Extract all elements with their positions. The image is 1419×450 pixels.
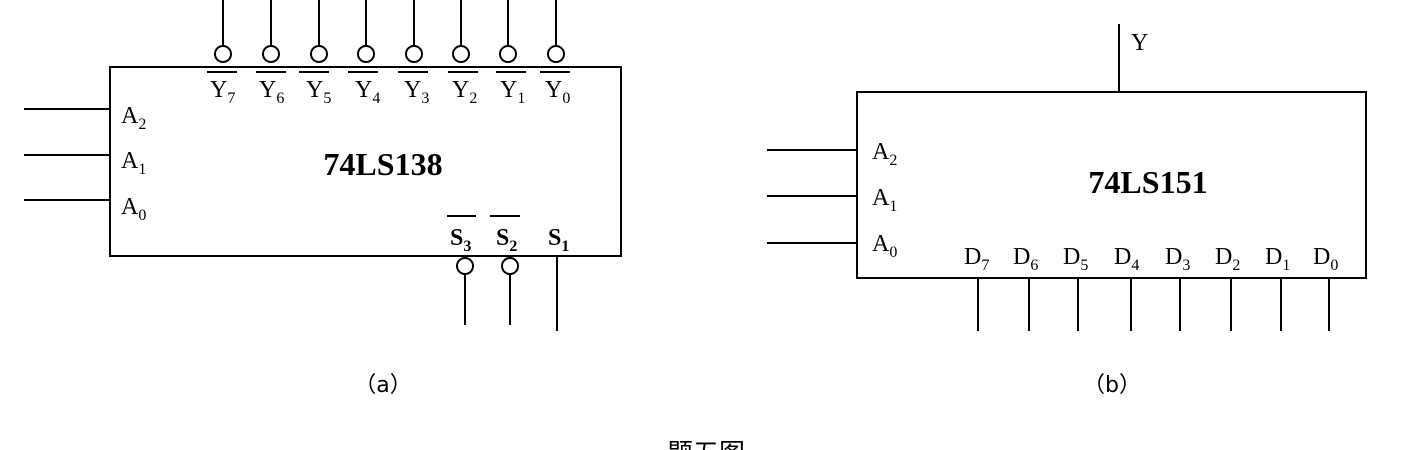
output-y3: Y3 xyxy=(398,0,429,107)
inversion-bubble xyxy=(456,257,474,275)
output-y0: Y0 xyxy=(540,0,570,107)
output-y1: Y1 xyxy=(496,0,526,107)
data-input-d3-label: D3 xyxy=(1165,244,1190,274)
input-a0-label: A0 xyxy=(121,194,146,224)
data-input-d2: D2 xyxy=(1215,244,1240,331)
data-input-d1: D1 xyxy=(1265,244,1290,331)
output-y7-label: Y7 xyxy=(210,77,235,107)
data-input-d0-label: D0 xyxy=(1313,244,1338,274)
output-y2: Y2 xyxy=(448,0,478,107)
inversion-bubble xyxy=(499,45,517,63)
inversion-bubble xyxy=(214,45,232,63)
output-y1-label: Y1 xyxy=(500,77,525,107)
output-y5: Y5 xyxy=(299,0,331,107)
data-input-d5: D5 xyxy=(1063,244,1088,331)
enable-s2: S2 xyxy=(490,215,520,325)
data-input-d1-label: D1 xyxy=(1265,244,1290,274)
output-y0-label: Y0 xyxy=(545,77,570,107)
output-y3-label: Y3 xyxy=(404,77,429,107)
chip-74ls138-name: 74LS138 xyxy=(323,146,442,182)
caption-b: （b） xyxy=(1083,373,1141,398)
caption-a: （a） xyxy=(354,373,411,398)
chip-74ls151-body xyxy=(856,91,1367,279)
inversion-bubble xyxy=(262,45,280,63)
data-input-d7: D7 xyxy=(964,244,989,331)
output-y6: Y6 xyxy=(256,0,286,107)
output-y2-label: Y2 xyxy=(452,77,477,107)
inversion-bubble xyxy=(357,45,375,63)
data-input-d7-label: D7 xyxy=(964,244,989,274)
enable-s3-label: S3 xyxy=(450,225,471,255)
inversion-bubble xyxy=(310,45,328,63)
diagram-a-74ls138: 74LS138 A2 A1 A0 Y7 Y6 Y5 xyxy=(24,0,622,398)
inversion-bubble xyxy=(452,45,470,63)
input-a1-label: A1 xyxy=(872,185,897,215)
inversion-bubble xyxy=(547,45,565,63)
figure-caption: 题五图 xyxy=(667,439,745,450)
output-y4-label: Y4 xyxy=(355,77,380,107)
inversion-bubble xyxy=(501,257,519,275)
input-a2-label: A2 xyxy=(872,139,897,169)
data-input-d4-label: D4 xyxy=(1114,244,1139,274)
data-input-d2-label: D2 xyxy=(1215,244,1240,274)
data-input-d4: D4 xyxy=(1114,244,1139,331)
data-input-d5-label: D5 xyxy=(1063,244,1088,274)
input-a0-label: A0 xyxy=(872,231,897,261)
enable-s1: S1 xyxy=(548,225,569,331)
output-y7: Y7 xyxy=(207,0,237,107)
data-input-d6-label: D6 xyxy=(1013,244,1038,274)
enable-s3: S3 xyxy=(447,215,476,325)
chip-74ls151-name: 74LS151 xyxy=(1088,164,1207,200)
data-input-d0: D0 xyxy=(1313,244,1338,331)
inversion-bubble xyxy=(405,45,423,63)
output-y-label: Y xyxy=(1131,30,1148,56)
chip-74ls138-body xyxy=(109,66,622,257)
data-input-d6: D6 xyxy=(1013,244,1038,331)
output-y4: Y4 xyxy=(348,0,380,107)
input-a2-label: A2 xyxy=(121,103,146,133)
diagram-b-74ls151: 74LS151 Y A2 A1 A0 D7 D6 D5 D4 D3 xyxy=(767,24,1367,398)
enable-s2-label: S2 xyxy=(496,225,517,255)
output-y5-label: Y5 xyxy=(306,77,331,107)
enable-s1-label: S1 xyxy=(548,225,569,255)
input-a1-label: A1 xyxy=(121,148,146,178)
output-y6-label: Y6 xyxy=(259,77,284,107)
data-input-d3: D3 xyxy=(1165,244,1190,331)
